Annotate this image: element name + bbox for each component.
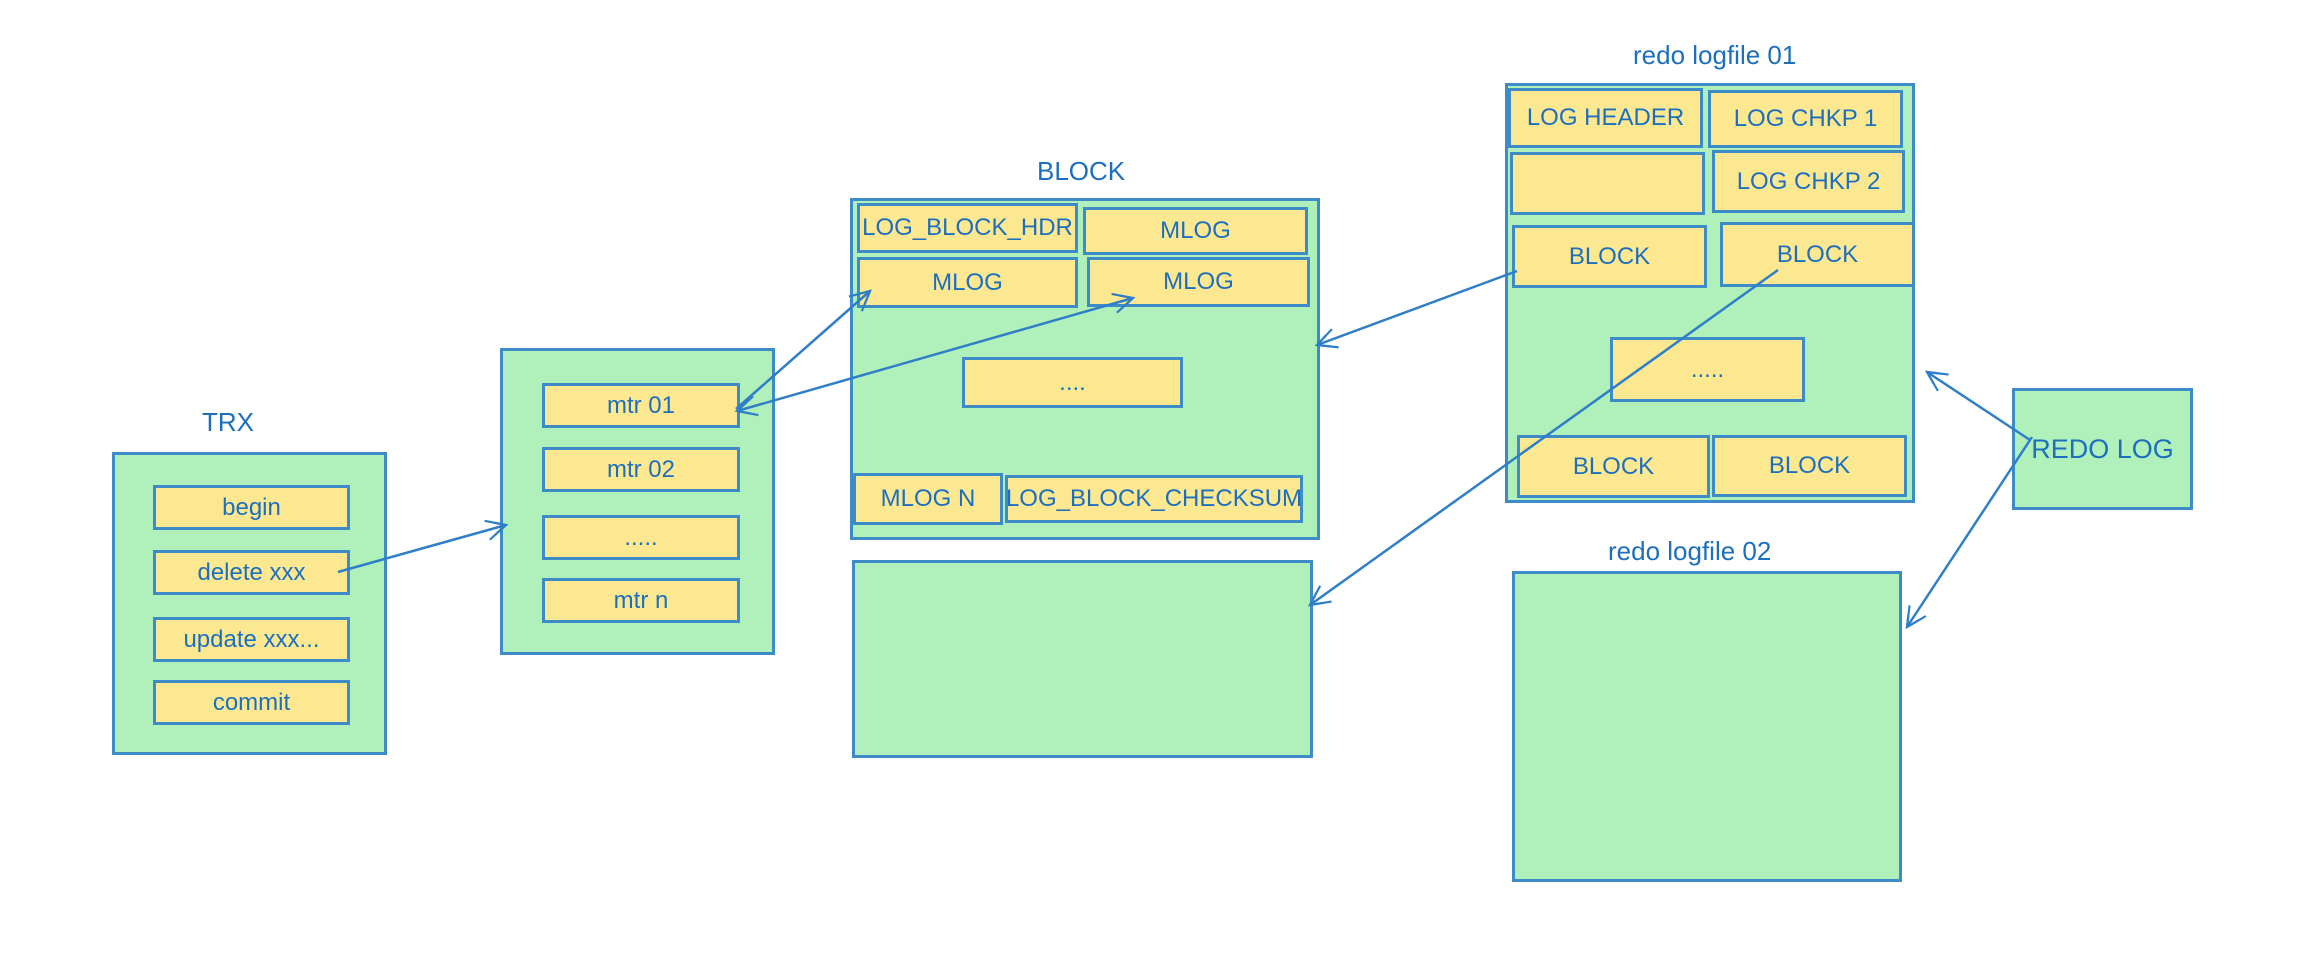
block-cell-mlog-n: MLOG N	[853, 473, 1003, 525]
redo01-cell-block-2: BLOCK	[1720, 222, 1915, 287]
mtr-cell-02: mtr 02	[542, 447, 740, 492]
redo-logfile-02-box	[1512, 571, 1902, 882]
block-cell-mlog-3: MLOG	[1087, 257, 1310, 307]
trx-cell-begin: begin	[153, 485, 350, 530]
block-buffer-box	[852, 560, 1313, 758]
mtr-cell-dots: .....	[542, 515, 740, 560]
block-cell-mlog-1: MLOG	[1083, 207, 1308, 255]
redo01-cell-dots: .....	[1610, 337, 1805, 402]
trx-cell-delete: delete xxx	[153, 550, 350, 595]
trx-title: TRX	[202, 407, 254, 437]
redo01-cell-log-header: LOG HEADER	[1508, 88, 1703, 148]
arrow-redo01-block-to-block	[1314, 269, 1518, 349]
redo-logfile-02-title: redo logfile 02	[1608, 536, 1772, 566]
block-cell-log-block-hdr: LOG_BLOCK_HDR	[857, 203, 1078, 253]
redo-log-box: REDO LOG	[2012, 388, 2193, 510]
mtr-cell-n: mtr n	[542, 578, 740, 623]
redo01-cell-log-chkp-2: LOG CHKP 2	[1712, 150, 1905, 213]
redo-logfile-01-title: redo logfile 01	[1633, 40, 1797, 70]
block-title: BLOCK	[1037, 156, 1126, 186]
redo01-cell-block-3: BLOCK	[1517, 435, 1710, 498]
block-cell-dots: ....	[962, 357, 1183, 408]
redo01-cell-block-1: BLOCK	[1512, 225, 1707, 288]
mtr-cell-01: mtr 01	[542, 383, 740, 428]
redo01-cell-log-chkp-1: LOG CHKP 1	[1708, 90, 1903, 148]
block-cell-mlog-2: MLOG	[857, 257, 1078, 308]
block-cell-checksum: LOG_BLOCK_CHECKSUM	[1005, 475, 1303, 523]
trx-cell-commit: commit	[153, 680, 350, 725]
redo01-cell-blank	[1510, 152, 1705, 215]
trx-cell-update: update xxx...	[153, 617, 350, 662]
redo01-cell-block-4: BLOCK	[1712, 435, 1907, 497]
